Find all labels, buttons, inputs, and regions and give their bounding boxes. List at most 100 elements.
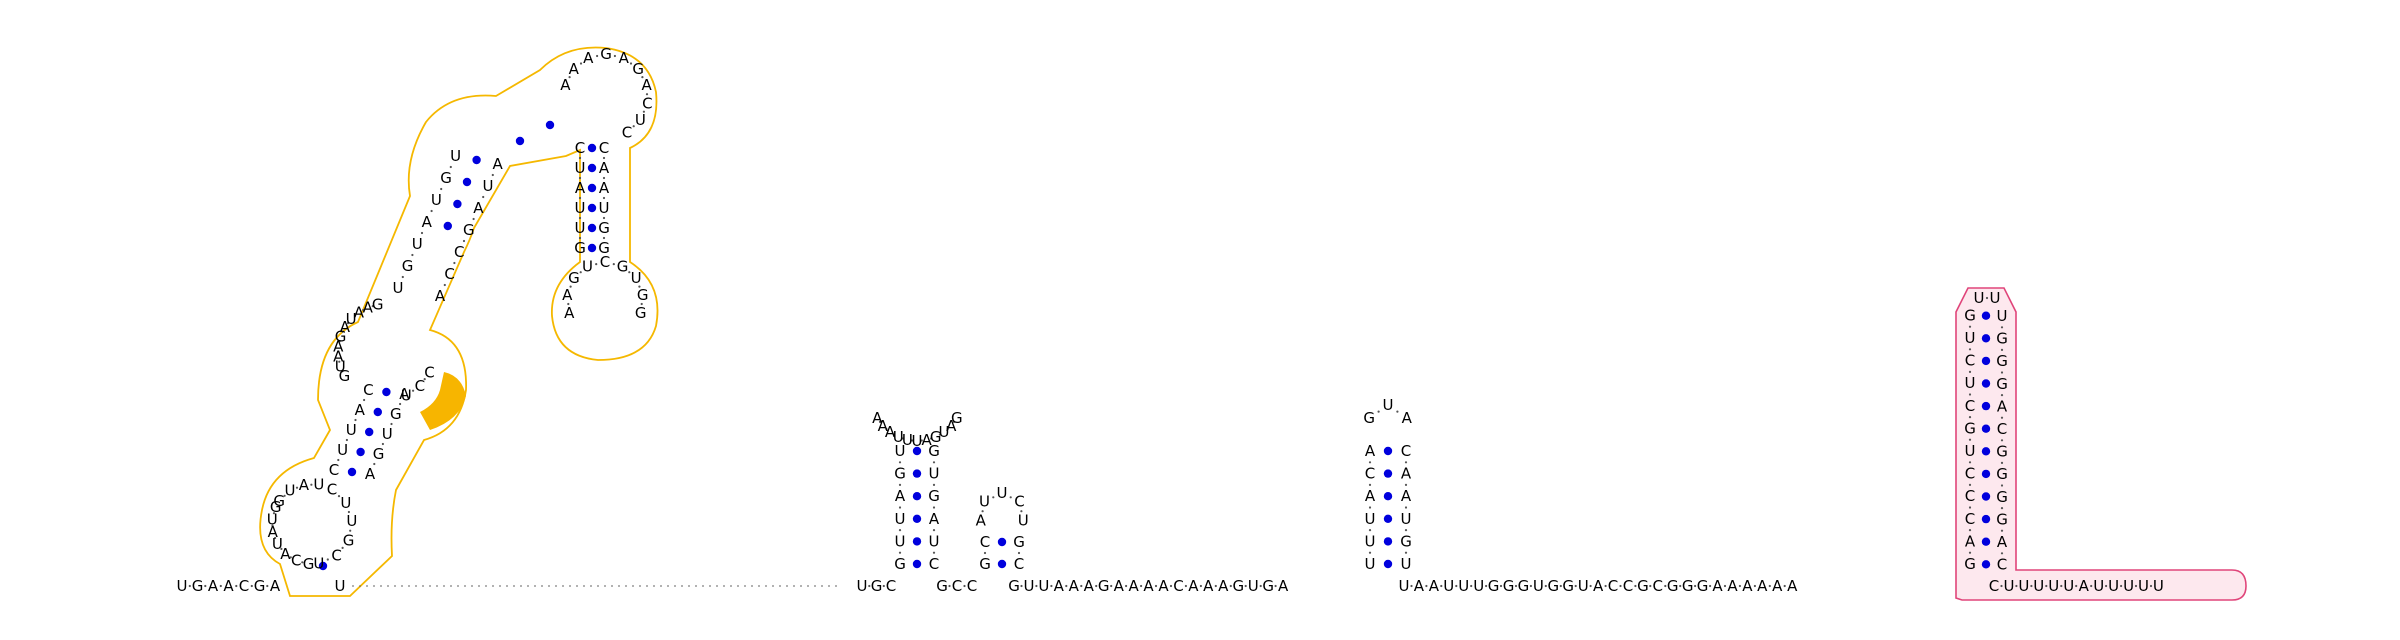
backbone-link bbox=[2000, 461, 2004, 464]
three-prime-nucleotide: U bbox=[2033, 577, 2044, 595]
backbone-link bbox=[1410, 584, 1413, 588]
backbone-link bbox=[337, 495, 341, 498]
nucleotide: A bbox=[1084, 577, 1095, 595]
backbone-link bbox=[569, 285, 572, 288]
backbone-link bbox=[1368, 506, 1372, 509]
base-pair-dot bbox=[472, 155, 481, 165]
base-pair-dot bbox=[997, 537, 1007, 547]
hairpin3-loop-nucleotide: A bbox=[1402, 409, 1413, 427]
backbone-link bbox=[963, 584, 966, 588]
domain1-stem-nucleotide: C bbox=[599, 139, 609, 157]
backbone-link bbox=[349, 529, 352, 532]
backbone-link bbox=[898, 529, 902, 532]
backbone-link bbox=[901, 437, 905, 440]
base-pair-dot bbox=[912, 469, 922, 478]
hairpin2-stem-nucleotide: G bbox=[979, 555, 991, 573]
backbone-link bbox=[1738, 584, 1741, 588]
base-pair-dot bbox=[1981, 514, 1991, 524]
domain1-stem-nucleotide: G bbox=[390, 405, 402, 423]
domain1-stem-nucleotide: A bbox=[435, 287, 446, 305]
backbone-link bbox=[443, 283, 446, 287]
backbone-link bbox=[1020, 584, 1023, 588]
backbone-link bbox=[642, 110, 646, 113]
hairpin4-stem-nucleotide: G bbox=[1996, 488, 2008, 506]
base-pair-dot bbox=[1383, 446, 1393, 456]
backbone-link bbox=[1065, 584, 1068, 588]
backbone-link bbox=[578, 216, 582, 220]
domain1-stem-nucleotide: G bbox=[574, 239, 586, 257]
domain1-loop-nucleotide: A bbox=[569, 60, 580, 78]
hairpin1-stem-nucleotide: U bbox=[895, 532, 906, 550]
backbone-link bbox=[1968, 483, 1972, 486]
nucleotide: A bbox=[1158, 577, 1169, 595]
nucleotide: A bbox=[1742, 577, 1753, 595]
backbone-link bbox=[1140, 584, 1143, 588]
backbone-link bbox=[898, 483, 902, 486]
backbone-link bbox=[1368, 461, 1372, 464]
hairpin3-stem-nucleotide: U bbox=[1365, 510, 1376, 528]
domain1-stem-nucleotide: U bbox=[431, 191, 442, 209]
nucleotide: A bbox=[1114, 577, 1125, 595]
five-prime-nucleotide: A bbox=[223, 577, 234, 595]
hairpin1-loop-nucleotide: A bbox=[878, 417, 889, 435]
domain1-loop-nucleotide: A bbox=[562, 286, 573, 304]
backbone-link bbox=[362, 308, 365, 312]
five-prime-nucleotide: A bbox=[270, 577, 281, 595]
base-pair-dot bbox=[515, 136, 525, 146]
backbone-link bbox=[602, 176, 606, 180]
hairpin3-stem-nucleotide: A bbox=[1401, 465, 1412, 483]
domain1-stem-nucleotide: C bbox=[363, 381, 373, 399]
backbone-link bbox=[1125, 584, 1128, 588]
base-pair-dot bbox=[1383, 514, 1393, 523]
backbone-link bbox=[2060, 584, 2063, 588]
backbone-link bbox=[345, 438, 348, 442]
backbone-link bbox=[266, 584, 269, 588]
nucleotide: A bbox=[1128, 577, 1139, 595]
nucleotide: A bbox=[1787, 577, 1798, 595]
nucleotide: G bbox=[871, 577, 883, 595]
nucleotide: U bbox=[1248, 577, 1259, 595]
hairpin1-stem-nucleotide: G bbox=[894, 555, 906, 573]
backbone-link bbox=[373, 462, 376, 466]
hairpin3-stem-nucleotide: A bbox=[1401, 487, 1412, 505]
nucleotide: A bbox=[1054, 577, 1065, 595]
backbone-link bbox=[1559, 584, 1562, 588]
hairpin1-stem-nucleotide: G bbox=[928, 487, 940, 505]
domain1-loop-nucleotide: G bbox=[568, 269, 580, 287]
backbone-link bbox=[932, 483, 936, 486]
domain1-stem-nucleotide: U bbox=[412, 235, 423, 253]
hairpin1-loop-nucleotide: A bbox=[885, 423, 896, 441]
backbone-link bbox=[1485, 584, 1488, 588]
backbone-link bbox=[1169, 584, 1173, 588]
backbone-link bbox=[219, 584, 222, 588]
base-pair-dot bbox=[587, 203, 597, 213]
hairpin3-stem-nucleotide: U bbox=[1365, 555, 1376, 573]
domain1-stem-nucleotide: G bbox=[463, 221, 475, 239]
backbone-link bbox=[2000, 529, 2004, 532]
base-pair-dot bbox=[1981, 356, 1991, 366]
backbone-link bbox=[310, 483, 313, 486]
backbone-link bbox=[1968, 370, 1972, 373]
nucleotide: U bbox=[857, 577, 868, 595]
hairpin4-stem-nucleotide: U bbox=[1965, 374, 1976, 392]
three-prime-nucleotide: U bbox=[2004, 577, 2015, 595]
domain1-stem-nucleotide: U bbox=[575, 219, 586, 237]
backbone-link bbox=[1589, 584, 1592, 588]
base-pair-dot bbox=[356, 447, 365, 457]
backbone-link bbox=[346, 322, 350, 325]
backbone-link bbox=[390, 422, 393, 426]
backbone-link bbox=[1404, 551, 1408, 554]
hairpin1-stem-nucleotide: U bbox=[895, 442, 906, 460]
nucleotide: G bbox=[1667, 577, 1679, 595]
three-prime-nucleotide: U bbox=[2153, 577, 2164, 595]
domain1-nucleotide: U bbox=[313, 554, 324, 572]
domain1-stem-nucleotide: U bbox=[393, 279, 404, 297]
backbone-link bbox=[272, 512, 276, 515]
backbone-link bbox=[2149, 584, 2153, 588]
backbone-link bbox=[353, 314, 357, 317]
backbone-link bbox=[1968, 416, 1972, 419]
nucleotide: G bbox=[1488, 577, 1500, 595]
backbone-link bbox=[1184, 584, 1187, 588]
hairpin2-stem-nucleotide: G bbox=[1013, 533, 1025, 551]
hairpin4-stem-nucleotide: C bbox=[1997, 420, 2007, 438]
